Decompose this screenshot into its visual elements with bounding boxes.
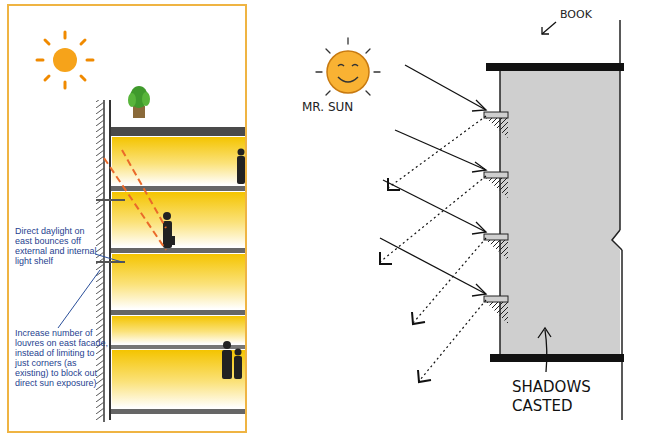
panel-frame bbox=[8, 5, 246, 432]
annotation-note: Increase number of louvres on east facad… bbox=[15, 328, 111, 388]
plant-icon bbox=[128, 86, 150, 118]
annotation-note: Direct daylight on east bounces off exte… bbox=[15, 226, 99, 266]
pointer-arrows bbox=[538, 22, 556, 372]
people-figures bbox=[163, 149, 245, 380]
leader-lines bbox=[58, 254, 122, 328]
book-label: BOOK bbox=[560, 8, 620, 21]
book-section bbox=[484, 20, 624, 420]
shadow-label: SHADOWS CASTED bbox=[512, 378, 617, 416]
sun-ray-arrows bbox=[380, 65, 486, 296]
mr-sun-icon bbox=[316, 38, 380, 95]
building-floors bbox=[96, 100, 245, 422]
sun-icon bbox=[37, 32, 93, 88]
reflected-ray-arrows bbox=[380, 116, 486, 382]
sun-ray-dashes bbox=[104, 150, 166, 250]
sun-label: MR. SUN bbox=[302, 100, 382, 114]
